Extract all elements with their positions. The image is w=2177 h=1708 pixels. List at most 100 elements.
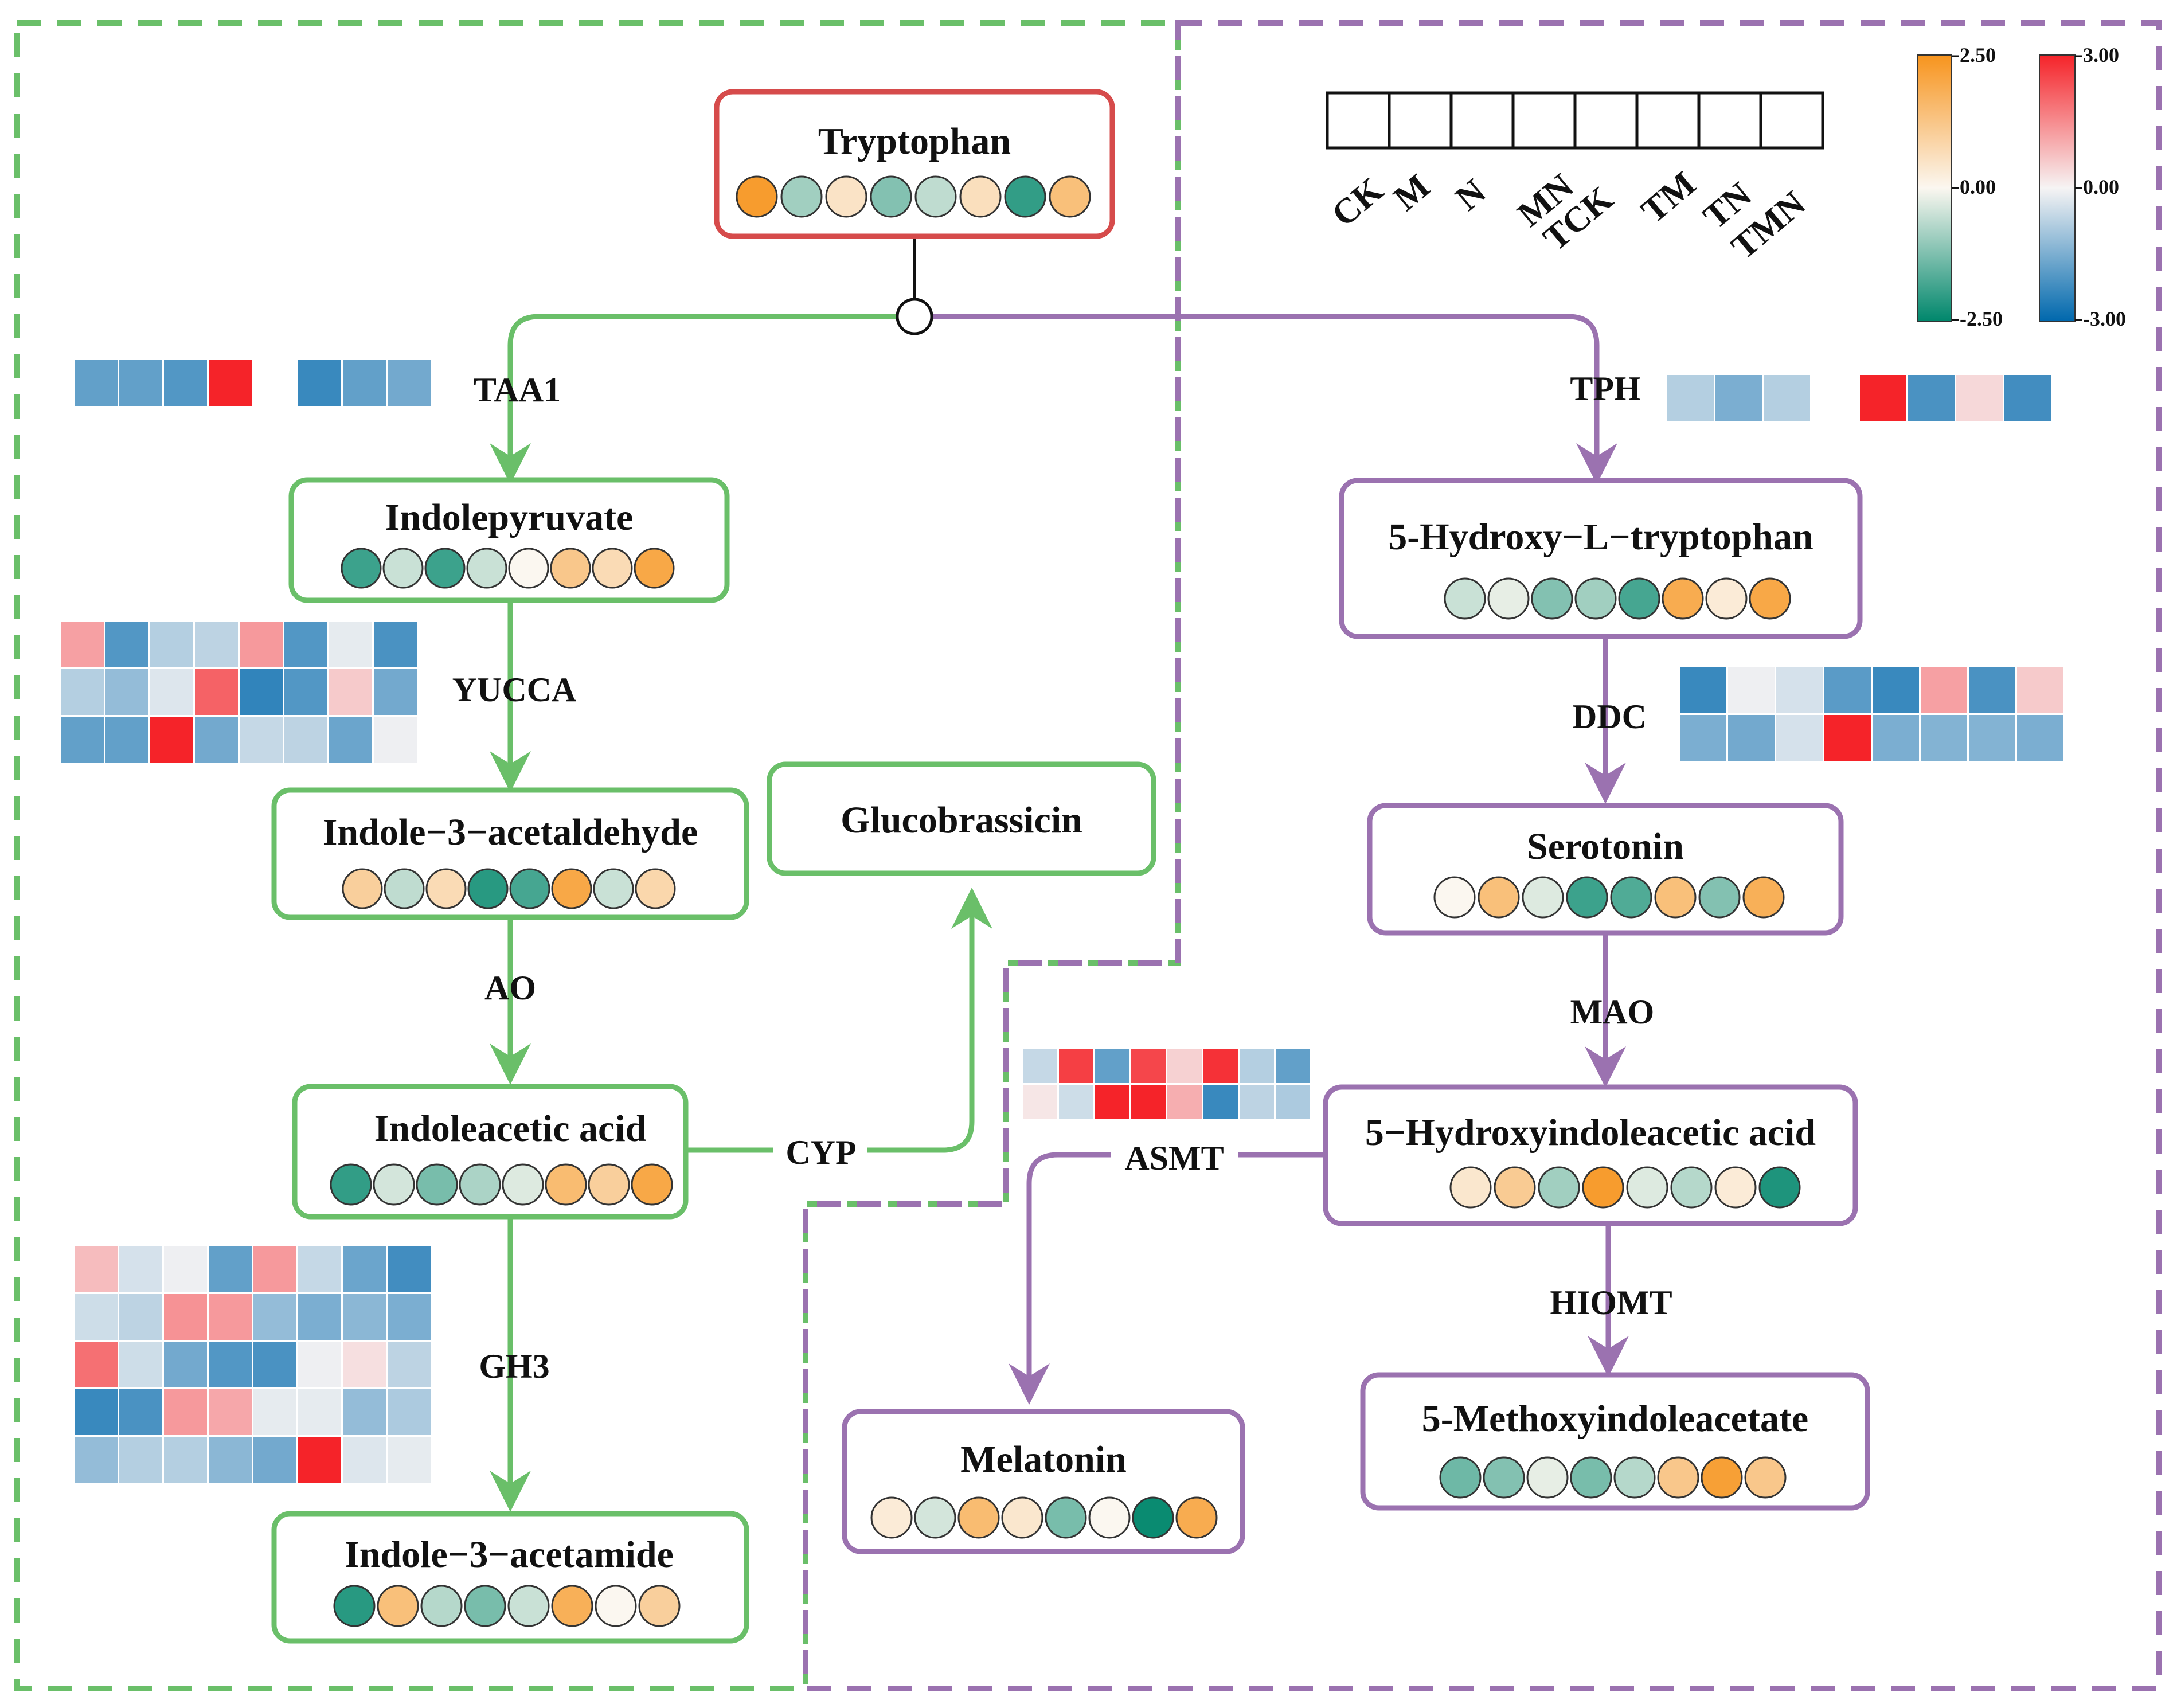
gene-color-scale: 3.00 0.00 -3.00: [2039, 44, 2126, 330]
gene-expression-cell: [253, 1342, 296, 1387]
gene-expression-cell: [150, 717, 193, 763]
metabolite-level-circle: [638, 1585, 681, 1627]
circle-row: [342, 868, 676, 909]
gene-expression-cell: [1873, 715, 1919, 761]
node-box: [1360, 1372, 1870, 1511]
metabolite-level-circle: [341, 548, 382, 589]
gene-expression-cell: [150, 669, 193, 715]
gene-expression-cell: [164, 1294, 207, 1340]
sample-label: TM: [1634, 164, 1703, 230]
metabolite-level-circle: [1175, 1496, 1218, 1539]
metabolite-level-circle: [330, 1163, 372, 1206]
connectors: [490, 236, 1629, 1512]
gene-expression-cell: [119, 360, 162, 406]
metabolite-scale-mid: 0.00: [1960, 175, 1996, 198]
gene-expression-cell: [75, 1437, 118, 1483]
metabolite-level-circle: [416, 1163, 458, 1206]
gene-expression-cell: [2004, 375, 2051, 421]
metabolite-level-circle: [1698, 876, 1741, 919]
gene-expression-cell: [195, 717, 238, 763]
gene-expression-cell: [240, 717, 283, 763]
edge-tryptophan-indolepyruvate: [490, 314, 914, 484]
metabolite-level-circle: [1662, 577, 1704, 620]
gene-expression-cell: [1824, 667, 1871, 713]
gene-expression-cell: [1131, 1049, 1166, 1083]
gene-expression-cell: [1873, 667, 1919, 713]
node-indole3acetamide: Indole−3−acetamide: [271, 1511, 749, 1644]
gene-expression-cell: [164, 360, 207, 406]
gene-expression-cell: [253, 1389, 296, 1435]
node-indolepyruvate: Indolepyruvate: [288, 477, 730, 603]
metabolite-level-circle: [780, 175, 823, 218]
metabolite-level-circle: [1439, 1456, 1482, 1499]
metabolite-level-circle: [1742, 876, 1785, 919]
gene-expression-cell: [209, 1437, 252, 1483]
gene-expression-cell: [1715, 375, 1762, 421]
metabolite-level-circle: [1433, 876, 1476, 919]
gene-expression-cell: [298, 360, 341, 406]
node-melatonin: Melatonin: [842, 1409, 1245, 1554]
node-label: Indole−3−acetamide: [345, 1534, 674, 1576]
gene-expression-cell: [253, 1294, 296, 1340]
enzyme-label-tph: TPH: [1570, 370, 1640, 408]
gene-expression-cell: [164, 1342, 207, 1387]
gene-expression-cell: [1921, 667, 1967, 713]
metabolite-level-circle: [1566, 876, 1608, 919]
enzyme-label-ao: AO: [484, 969, 536, 1007]
gene-expression-cell: [75, 360, 118, 406]
metabolite-level-circle: [333, 1585, 376, 1627]
gene-expression-cell: [298, 1437, 341, 1483]
gene-expression-cell: [195, 622, 238, 667]
metabolite-level-circle: [635, 868, 676, 909]
gene-expression-cell: [105, 622, 148, 667]
sample-legend: CK M N MN TCK TM TN TMN: [1324, 91, 1824, 267]
metabolite-level-circle: [1570, 1456, 1612, 1499]
gene-expression-cell: [1203, 1085, 1238, 1119]
sample-legend-box: [1635, 91, 1701, 150]
gene-expression-cell: [298, 1342, 341, 1387]
metabolite-level-circle: [1487, 577, 1530, 620]
circle-row: [333, 1585, 681, 1627]
node-box: [714, 89, 1115, 239]
region-borders: [14, 20, 2162, 1691]
metabolite-level-circle: [957, 1496, 1000, 1539]
gene-expression-cell: [164, 1437, 207, 1483]
gene-expression-cell: [119, 1389, 162, 1435]
gene-expression-cell: [1023, 1085, 1057, 1119]
edge-tryptophan-hydroxytryptophan: [932, 314, 1617, 484]
gene-expression-cell: [164, 1246, 207, 1292]
gene-expression-cell: [119, 1342, 162, 1387]
metabolite-level-circle: [634, 548, 675, 589]
sample-legend-box: [1759, 91, 1824, 150]
gene-expression-cell: [284, 622, 327, 667]
gene-expression-cell: [374, 717, 417, 763]
gene-expression-cell: [388, 1342, 431, 1387]
metabolite-level-circle: [631, 1163, 673, 1206]
enzyme-label-mao: MAO: [1570, 993, 1655, 1031]
circle-row: [1439, 1456, 1787, 1499]
metabolite-level-circle: [736, 175, 778, 218]
enzyme-labels: TAA1 YUCCA AO CYP GH3 TPH DDC MAO ASMT H…: [452, 370, 1672, 1385]
circle-row: [1433, 876, 1785, 919]
metabolite-level-circle: [507, 1585, 550, 1627]
metabolite-level-circle: [1705, 577, 1748, 620]
gene-expression-cell: [1776, 715, 1823, 761]
gene-expression-cell: [1728, 715, 1775, 761]
metabolite-level-circle: [425, 868, 467, 909]
gene-expression-cell: [329, 669, 372, 715]
metabolite-level-circle: [1526, 1456, 1569, 1499]
gene-expression-cell: [343, 1294, 386, 1340]
enzyme-label-asmt: ASMT: [1124, 1139, 1224, 1177]
metabolite-level-circle: [1758, 1166, 1801, 1209]
gene-expression-cell: [374, 669, 417, 715]
metabolite-level-circle: [1494, 1166, 1536, 1209]
metabolite-level-circle: [592, 548, 633, 589]
gene-expression-cell: [61, 622, 104, 667]
gene-expression-cell: [119, 1294, 162, 1340]
purple-region-border: [803, 20, 2162, 1691]
metabolite-level-circle: [1670, 1166, 1713, 1209]
sample-legend-box: [1511, 91, 1577, 150]
metabolite-level-circle: [870, 175, 912, 218]
gene-expression-cell: [388, 1437, 431, 1483]
